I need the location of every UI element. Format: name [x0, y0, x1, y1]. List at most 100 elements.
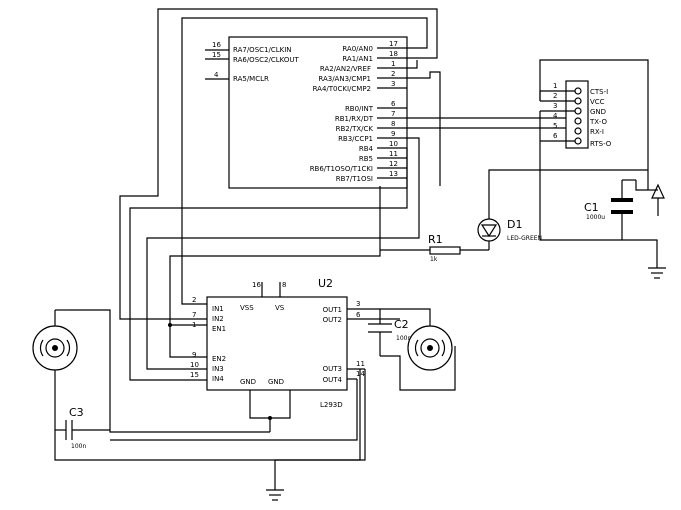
driver-right-pin-out3: 11 OUT3 — [323, 360, 365, 373]
pin-label: VS — [275, 304, 285, 312]
pin-number: 1 — [192, 321, 196, 329]
pin-number: 2 — [553, 92, 557, 100]
driver-left-pin-en2: 9 EN2 — [192, 351, 226, 363]
pin-number: 7 — [192, 311, 196, 319]
capacitor-c2: C2 100n — [368, 309, 411, 356]
pin-number: 15 — [212, 51, 221, 59]
driver-top-pin-vss: 16 VSS — [240, 281, 263, 312]
pin-label: RA3/AN3/CMP1 — [318, 75, 371, 83]
connector-pin-2: 2 VCC — [540, 92, 605, 106]
driver-ground-wire — [70, 309, 291, 433]
wire-rb3-to-in3 — [146, 137, 420, 370]
pin-label: RA7/OSC1/CLKIN — [233, 46, 292, 54]
driver-right-pin-out1: 3 OUT1 — [323, 300, 380, 314]
pin-number: 6 — [391, 100, 396, 108]
driver-gnd-label-2: GND — [268, 378, 284, 386]
connector-pin-1: 1 CTS-I — [540, 82, 608, 96]
mcu-right-pin-ra2: 1 RA2/AN2/VREF — [320, 60, 407, 73]
pin-number: 3 — [553, 102, 557, 110]
mcu-right-pin-rb5: 11 RB5 — [359, 150, 407, 163]
pin-label: VCC — [590, 98, 605, 106]
connector-pin-4: 4 TX-O — [553, 112, 607, 126]
mcu-right-pin-ra0: 17 RA0/AN0 — [342, 40, 407, 53]
pin-number: 3 — [356, 300, 360, 308]
driver-gnd-label-1: GND — [240, 378, 256, 386]
pin-number: 3 — [391, 80, 395, 88]
wire-vcc-rail — [539, 59, 649, 190]
pin-number: 17 — [389, 40, 398, 48]
mcu-right-pin-ra4: 3 RA4/T0CKI/CMP2 — [313, 80, 407, 93]
pin-number: 9 — [391, 130, 395, 138]
r1-value: 1k — [430, 256, 438, 263]
pin-label: IN1 — [212, 305, 224, 313]
pin-number: 6 — [356, 311, 361, 319]
pin-number: 1 — [391, 60, 395, 68]
mcu-left-pin-3: 4 RA5/MCLR — [205, 71, 269, 83]
mcu-right-pin-rb1: 7 RB1/RX/DT — [335, 110, 407, 123]
driver-body — [206, 296, 348, 391]
capacitor-c3: C3 100n — [55, 406, 110, 450]
pin-number: 16 — [252, 281, 261, 289]
pin-number: 6 — [553, 132, 558, 140]
d1-ref: D1 — [507, 218, 522, 231]
pin-number: 18 — [389, 50, 398, 58]
pin-number: 1 — [553, 82, 557, 90]
pin-number: 11 — [356, 360, 365, 368]
pin-number: 10 — [190, 361, 199, 369]
pin-label: RA1/AN1 — [342, 55, 373, 63]
d1-value: LED-GREEN — [507, 235, 542, 242]
pin-number: 4 — [214, 71, 219, 79]
pin-label: EN2 — [212, 355, 226, 363]
pin-number: 5 — [553, 122, 557, 130]
pin-label: RB4 — [359, 145, 374, 153]
driver-left-pin-in1: 2 IN1 — [192, 296, 224, 313]
pin-label: IN2 — [212, 315, 224, 323]
mcu-right-pin-rb6: 12 RB6/T1OSO/T1CKI — [310, 160, 407, 173]
power-source-symbol — [635, 180, 665, 216]
pin-label: IN3 — [212, 365, 224, 373]
pin-label: RA2/AN2/VREF — [320, 65, 371, 73]
c2-ref: C2 — [394, 318, 409, 331]
pin-number: 8 — [282, 281, 286, 289]
pin-label: RB5 — [359, 155, 373, 163]
driver-ref: U2 — [318, 277, 333, 290]
pin-number: 9 — [192, 351, 196, 359]
motor-left — [32, 309, 361, 461]
pin-label: VSS — [240, 304, 254, 312]
pin-label: RB6/T1OSO/T1CKI — [310, 165, 373, 173]
driver-right-pin-out2: 6 OUT2 — [323, 311, 400, 324]
wire-led-supply — [488, 169, 648, 220]
mcu-right-pin-ra3: 2 RA3/AN3/CMP1 — [318, 70, 407, 83]
wire-ra0-to-in1 — [181, 17, 428, 305]
connector-pin-3: 3 GND — [540, 102, 606, 116]
c2-value: 100n — [396, 335, 411, 342]
pin-label: RB7/T1OSI — [336, 175, 373, 183]
pin-number: 14 — [356, 370, 365, 378]
pin-label: RA6/OSC2/CLKOUT — [233, 56, 299, 64]
pin-number: 2 — [192, 296, 196, 304]
pin-label: RA0/AN0 — [342, 45, 373, 53]
pin-label: OUT4 — [323, 376, 343, 384]
mcu-right-pin-ra1: 18 RA1/AN1 — [342, 50, 407, 63]
pin-number: 12 — [389, 160, 398, 168]
driver-part: L293D — [320, 401, 343, 409]
pin-label: RA5/MCLR — [233, 75, 269, 83]
pin-label: OUT3 — [323, 365, 342, 373]
driver-left-pin-in2: 7 IN2 — [192, 311, 224, 323]
wire-ra1-to-in2 — [119, 8, 438, 320]
pin-number: 7 — [391, 110, 395, 118]
ground-symbol-bottom — [266, 489, 284, 501]
mcu-body — [228, 36, 408, 189]
c3-value: 100n — [71, 443, 86, 450]
driver-left-pin-in4: 15 IN4 — [190, 371, 224, 383]
wire-gnd-rail — [539, 111, 658, 268]
pin-number: 15 — [190, 371, 199, 379]
c3-ref: C3 — [69, 406, 84, 419]
mcu-right-pin-rb4: 10 RB4 — [359, 140, 407, 153]
r1-ref: R1 — [428, 233, 443, 246]
wire-en-bus — [169, 186, 381, 326]
c1-value: 1000u — [586, 214, 605, 221]
mcu-right-pin-rb0: 6 RB0/INT — [345, 100, 407, 113]
pin-label: RTS-O — [590, 140, 612, 148]
